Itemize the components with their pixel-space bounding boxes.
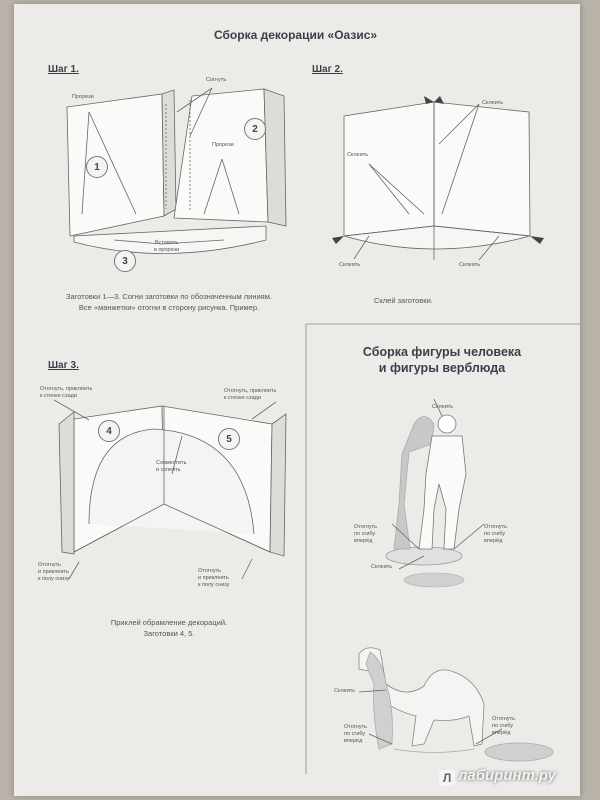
step3-heading: Шаг 3. (48, 360, 79, 371)
man-label-glue: Склеить (432, 404, 454, 410)
watermark-text: лабиринт.ру (458, 767, 556, 784)
step3-label-join: Совместить и склеить (156, 460, 187, 473)
step1-caption: Заготовки 1—3. Согни заготовки по обозна… (66, 292, 272, 312)
step1-label-cut2: Прорези (212, 142, 234, 148)
camel-figure (358, 647, 554, 762)
piece-number-1: 1 (86, 156, 108, 178)
page-title: Сборка декорации «Оазис» (214, 28, 378, 42)
step1-label-fold: Согнуть (206, 77, 227, 83)
step2-label-glue-bottom-left: Склеить (339, 262, 361, 268)
piece-number-2: 2 (244, 118, 266, 140)
piece-number-5: 5 (218, 428, 240, 450)
step3-label-left-bottom: Отогнуть и приклеить к полу снизу (38, 562, 70, 582)
step2-caption: Склей заготовки. (374, 296, 433, 305)
camel-label-fold-right: Отогнуть по сгибу вперёд (492, 716, 515, 736)
step2-label-glue-bottom-right: Склеить (459, 262, 481, 268)
piece-number-4: 4 (98, 420, 120, 442)
instruction-sheet: Сборка декорации «Оазис» Шаг 1. Прорези … (14, 4, 580, 796)
step1-drawing (66, 87, 287, 254)
step2-heading: Шаг 2. (312, 64, 343, 75)
step3-caption: Приклей обрамление декораций. Заготовки … (110, 618, 228, 638)
step3-label-right-bottom: Отогнуть и приклеить к полу снизу (198, 568, 230, 588)
step2-drawing (332, 96, 544, 261)
camel-label-glue: Склеить (334, 688, 356, 694)
step3-label-left-top: Отогнуть, приклеить к стенке сзади (40, 386, 93, 399)
man-label-fold-right: Отогнуть по сгибу вперёд (484, 524, 507, 544)
step1-label-cut: Прорези (72, 94, 94, 100)
step2-label-glue-top: Склеить (482, 100, 504, 106)
step1-label-insert: Вставить в прорези (154, 240, 180, 253)
line-drawings (53, 87, 580, 774)
man-label-fold-left: Отогнуть по сгибу вперёд (354, 524, 377, 544)
man-figure (385, 398, 485, 588)
step2-label-glue-left: Склеить (347, 152, 369, 158)
labirint-logo-icon: Л (439, 770, 456, 786)
man-label-glue-bottom: Склеить (371, 564, 393, 570)
camel-label-fold-left: Отогнуть по сгибу вперёд (344, 724, 367, 744)
step3-drawing (53, 399, 287, 580)
step3-label-right-top: Отогнуть, приклеить к стенке сзади (224, 388, 277, 401)
figures-section-title: Сборка фигуры человека и фигуры верблюда (362, 345, 522, 376)
piece-number-3: 3 (114, 250, 136, 272)
step1-heading: Шаг 1. (48, 64, 79, 75)
